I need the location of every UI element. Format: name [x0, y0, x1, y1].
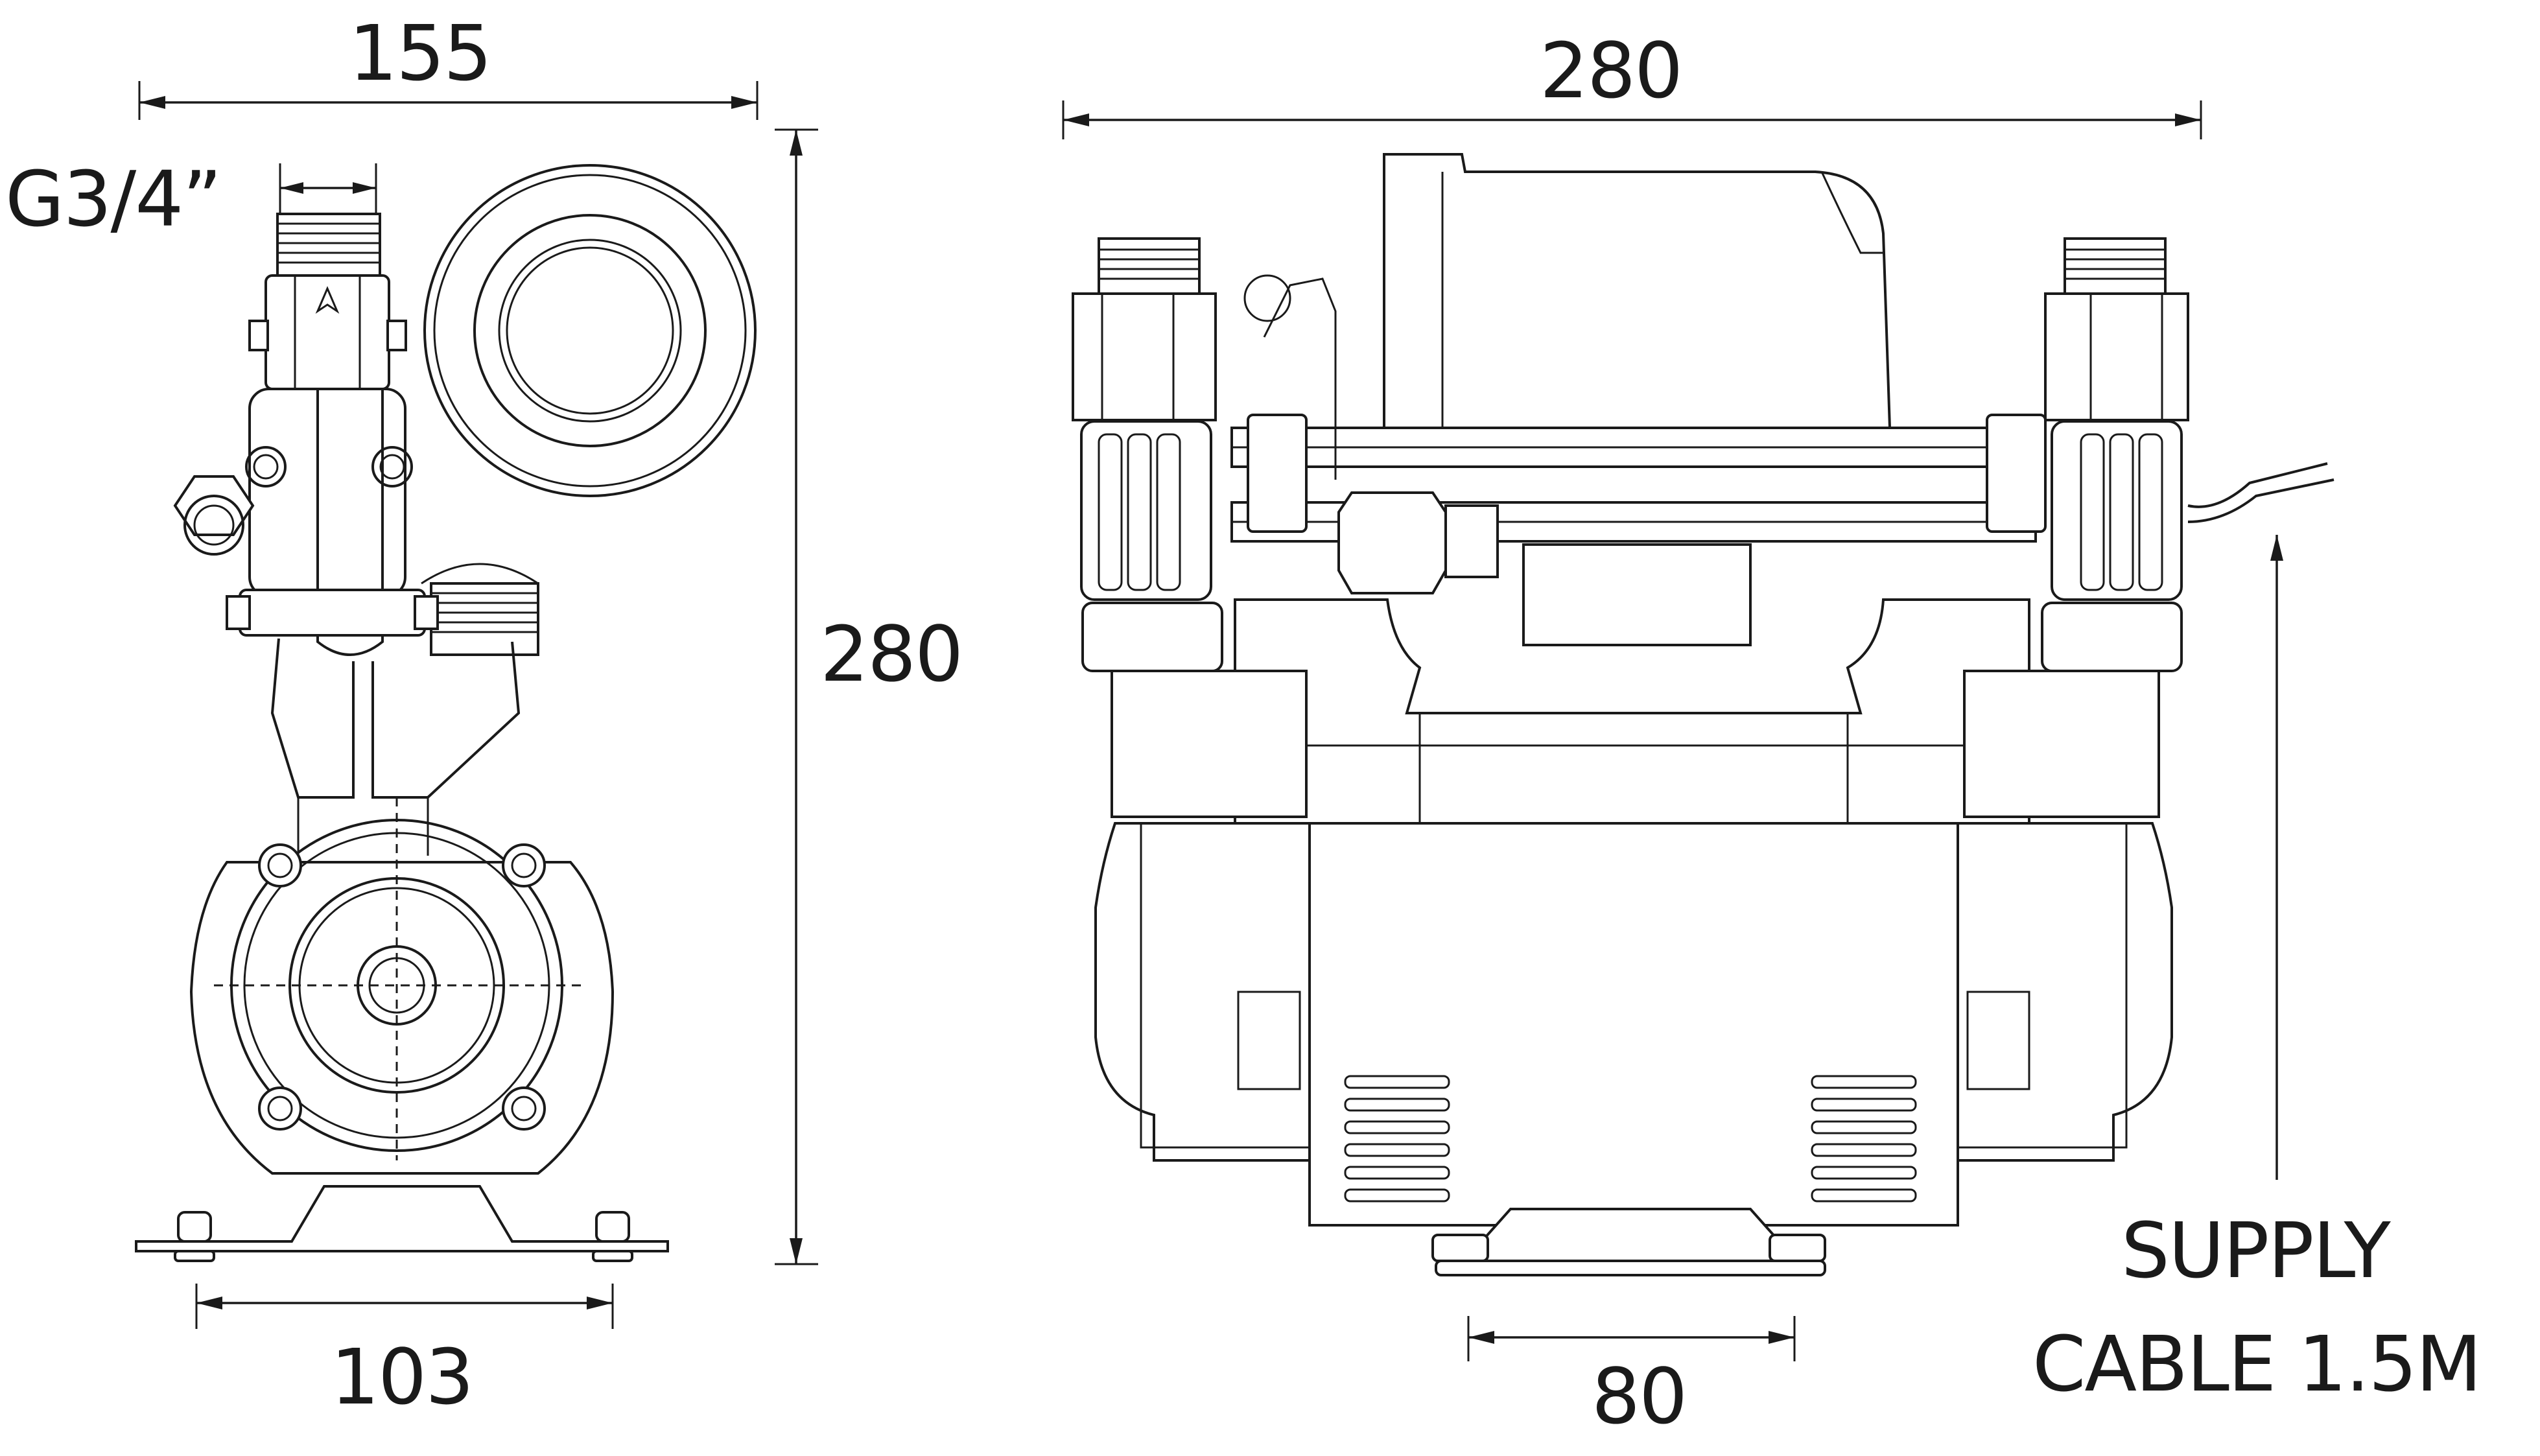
dimension-labels: 155 G3/4” 280 103 280 80 SUPPLY CABLE 1.…: [5, 8, 2482, 1441]
inlet-thread-label: G3/4”: [5, 154, 220, 244]
pump-side-view: [135, 164, 757, 1262]
side-width-dimension: [138, 81, 758, 120]
supply-cable-leader: [2270, 535, 2283, 1180]
side-foot-label: 103: [331, 1332, 473, 1422]
height-label: 280: [820, 609, 962, 699]
front-width-dimension: [1062, 100, 2202, 139]
side-foot-dimension: [195, 1284, 614, 1329]
front-foot-label: 80: [1592, 1352, 1686, 1441]
vent-slots-right: [1811, 1075, 1917, 1203]
height-dimension: [775, 128, 818, 1265]
supply-label-line2: CABLE 1.5M: [2032, 1319, 2480, 1409]
inlet-thread-dimension: [279, 163, 377, 214]
dimension-lines: [138, 81, 2283, 1361]
front-foot-dimension: [1467, 1316, 1796, 1361]
volute-bolts: [258, 843, 546, 1131]
front-width-label: 280: [1540, 26, 1682, 115]
side-width-label: 155: [349, 8, 491, 98]
supply-label-line1: SUPPLY: [2121, 1206, 2392, 1295]
vent-slots-left: [1344, 1075, 1450, 1203]
pump-front-view: [1072, 153, 2334, 1276]
